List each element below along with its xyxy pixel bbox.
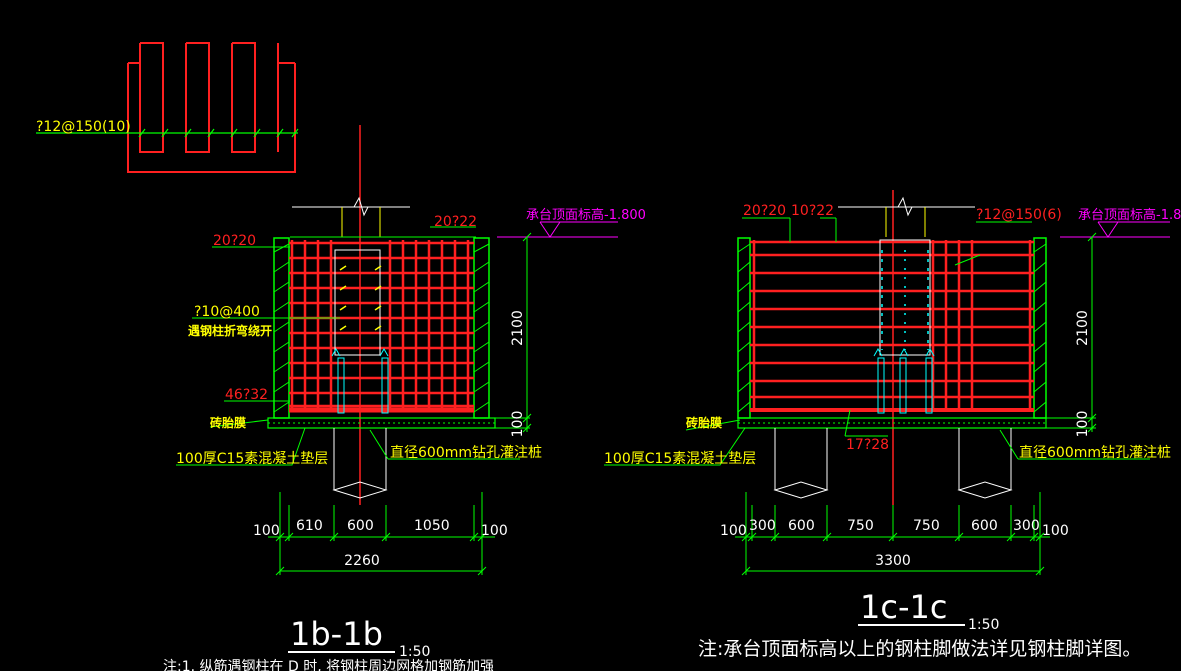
section-1c-elevation-marker (1060, 221, 1170, 238)
section-1b-label-top-left: 20?20 (213, 233, 256, 249)
section-1c-label-cushion: 100厚C15素混凝土垫层 (604, 451, 756, 467)
section-1b-column (292, 125, 410, 505)
section-1c-scale: 1:50 (968, 617, 999, 633)
section-1c-dim-4: 750 (913, 518, 940, 534)
section-1b-note: 注:1. 纵筋遇钢柱在 D 时, 将钢柱周边网格加钢筋加强 (163, 658, 494, 671)
section-1b-steel-base (331, 249, 389, 414)
section-1c-label-top-mid: 10?22 (791, 203, 834, 219)
section-1c-dim-1: 300 (749, 518, 776, 534)
rebar-detail-dim (36, 128, 299, 138)
section-1c-horizontal-dims (735, 492, 1050, 576)
section-1b-label-cushion: 100厚C15素混凝土垫层 (176, 451, 328, 467)
section-1b-elevation-marker (497, 221, 618, 238)
section-1b-label-bottom: 46?32 (225, 387, 268, 403)
section-1b-dim-1: 610 (296, 518, 323, 534)
section-1b-scale: 1:50 (399, 644, 430, 660)
section-1c-dim-0: 100 (720, 523, 747, 539)
section-1b-pile (332, 428, 388, 499)
section-1c-steel-base (873, 239, 935, 414)
section-1c-vertical-dims (1046, 232, 1097, 433)
section-1c-label-pile: 直径600mm钻孔灌注桩 (1019, 444, 1171, 461)
section-1c-dim-6: 300 (1013, 518, 1040, 534)
section-1c-dim-height-cushion: 100 (1075, 411, 1091, 438)
section-1c-dim-3: 750 (847, 518, 874, 534)
section-1c-piles (773, 428, 1013, 499)
section-1c-elevation-label: 承台顶面标高-1.800 (1078, 207, 1181, 223)
section-1b-label-stirrup-note: 遇钢柱折弯绕开 (188, 323, 272, 338)
section-1b-label-top-right: 20?22 (434, 214, 477, 230)
section-1c-label-top-right: ?12@150(6) (976, 207, 1062, 223)
section-1c-label-brick: 砖胎膜 (686, 415, 722, 430)
rebar-detail-top (127, 42, 296, 173)
section-1b-vertical-dims (495, 232, 532, 433)
section-1b-cap (267, 237, 496, 429)
section-1c-dim-height: 2100 (1075, 310, 1091, 346)
section-1b-dim-height: 2100 (510, 310, 526, 346)
section-1b-dim-total: 2260 (344, 553, 380, 569)
section-1b-label-stirrup: ?10@400 (194, 304, 260, 320)
rebar-detail-label: ?12@150(10) (36, 119, 131, 135)
section-1b-dim-4: 100 (481, 523, 508, 539)
section-1c-cap (737, 237, 1047, 429)
section-1c-column (838, 190, 975, 505)
section-1c-dim-7: 100 (1042, 523, 1069, 539)
section-1c-title: 1c-1c (860, 588, 947, 626)
section-1b-dim-0: 100 (253, 523, 280, 539)
section-1c-leaders (604, 217, 1150, 466)
section-1c-note: 注:承台顶面标高以上的钢柱脚做法详见钢柱脚详图。 (698, 638, 1141, 660)
section-1c-label-bottom: 17?28 (846, 437, 889, 453)
section-1b-elevation-label: 承台顶面标高-1.800 (526, 207, 646, 223)
section-1b-label-pile: 直径600mm钻孔灌注桩 (390, 444, 542, 461)
section-1b-dim-3: 1050 (414, 518, 450, 534)
section-1c-dim-total: 3300 (875, 553, 911, 569)
section-1c-dim-5: 600 (971, 518, 998, 534)
section-1b-label-brick: 砖胎膜 (210, 415, 246, 430)
section-1c-dim-2: 600 (788, 518, 815, 534)
section-1b-dim-height-cushion: 100 (510, 411, 526, 438)
section-1b-leaders (176, 226, 520, 466)
section-1c-label-top-left: 20?20 (743, 203, 786, 219)
section-1b-dim-2: 600 (347, 518, 374, 534)
section-1c-rebar-mesh (750, 240, 1034, 412)
section-1b-horizontal-dims (268, 492, 495, 576)
section-1b-title: 1b-1b (290, 615, 383, 653)
